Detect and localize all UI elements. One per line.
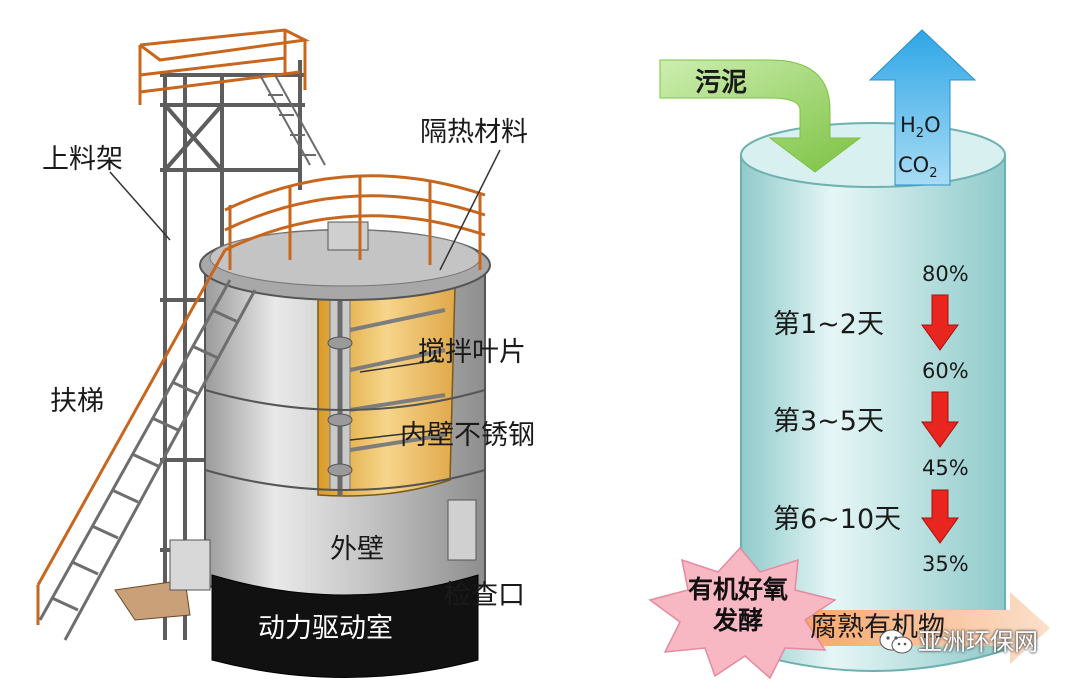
stage-1-label: 第1~2天	[773, 309, 884, 340]
label-co2: CO2	[898, 153, 938, 182]
wechat-icon	[878, 627, 914, 657]
label-outer-wall: 外壁	[330, 534, 384, 565]
input-arrow	[659, 59, 862, 173]
label-feeding-rack: 上料架	[42, 144, 123, 175]
leader-lines	[109, 149, 501, 441]
rack-railing	[138, 28, 311, 105]
gas-arrow	[868, 29, 977, 186]
tank-body	[199, 174, 491, 678]
stage-arrows	[921, 294, 959, 544]
stage-3-to: 35%	[922, 552, 969, 576]
stage-3-label: 第6~10天	[773, 504, 902, 535]
label-insulation: 隔热材料	[420, 117, 528, 148]
stage-2-from: 60%	[922, 359, 969, 383]
stage-3-from: 45%	[922, 456, 969, 480]
ladder	[38, 279, 257, 641]
stage-2-label: 第3~5天	[773, 406, 884, 437]
label-output: 腐熟有机物	[810, 612, 945, 643]
label-ladder: 扶梯	[50, 386, 104, 417]
process-diagram	[648, 29, 1050, 680]
fermentation-burst	[648, 546, 837, 680]
label-input-sludge: 污泥	[695, 68, 748, 98]
label-drive-room: 动力驱动室	[258, 613, 393, 644]
label-inner-wall: 内壁不锈钢	[400, 420, 535, 451]
label-inspection-port: 检查口	[444, 580, 525, 611]
stage-1-from: 80%	[922, 262, 969, 286]
output-arrow	[795, 592, 1050, 664]
label-h2o: H2O	[900, 113, 941, 142]
label-mixing-blades: 搅拌叶片	[418, 337, 526, 368]
watermark-text: 亚洲环保网	[918, 628, 1038, 656]
fermentation-label: 有机好氧 发酵	[687, 575, 788, 636]
fermenter-equipment	[36, 28, 501, 678]
